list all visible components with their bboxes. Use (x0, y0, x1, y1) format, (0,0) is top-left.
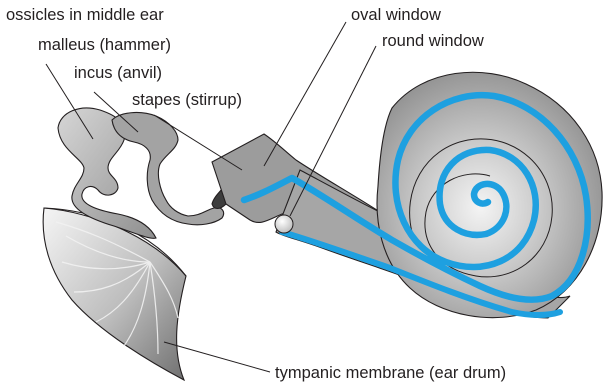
ossicles-label: ossicles in middle ear (6, 6, 164, 24)
round-window-label: round window (382, 32, 484, 50)
cochlea (244, 72, 602, 318)
incus-bone (112, 113, 224, 225)
stapes-label: stapes (stirrup) (132, 91, 242, 109)
tympanic-membrane (43, 208, 186, 380)
tympanic-membrane-label: tympanic membrane (ear drum) (275, 364, 506, 382)
round-window (275, 215, 293, 233)
oval-window-leader (264, 22, 346, 166)
oval-window-label: oval window (351, 6, 441, 24)
malleus-label: malleus (hammer) (38, 36, 171, 54)
incus-label: incus (anvil) (74, 64, 162, 82)
